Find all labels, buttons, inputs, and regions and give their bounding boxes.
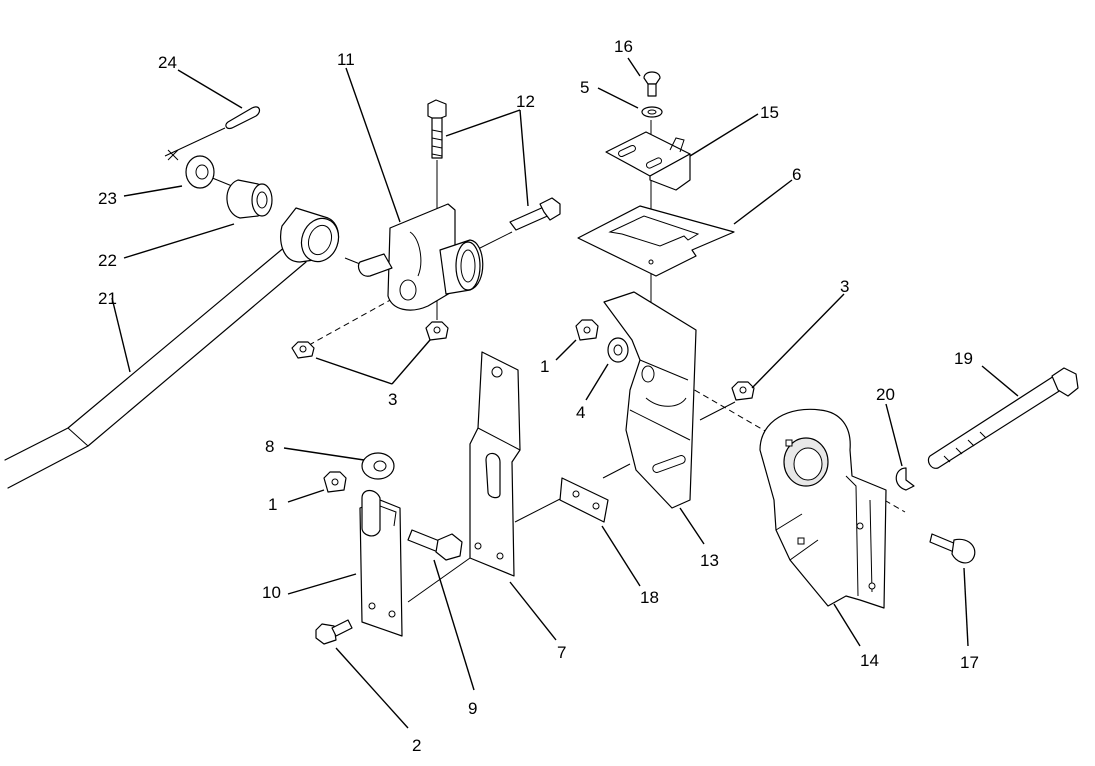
leader-lines (111, 57, 1019, 729)
callout-21: 21 (98, 289, 117, 308)
callout-13: 13 (700, 551, 719, 570)
part-10-plate (359, 489, 403, 637)
callout-18: 18 (640, 588, 659, 607)
part-14-deck-bracket (759, 408, 887, 609)
callout-6: 6 (792, 165, 801, 184)
part-18-small-plate (559, 477, 609, 523)
callout-15: 15 (760, 103, 779, 122)
callout-22: 22 (98, 251, 117, 270)
callout-19: 19 (954, 349, 973, 368)
part-3-nut-center (425, 321, 449, 341)
part-12-bolt-angled (509, 197, 561, 231)
callout-1-top: 1 (540, 357, 549, 376)
callout-3-right: 3 (840, 277, 849, 296)
part-4-washer (607, 337, 629, 363)
part-21-tube (4, 245, 307, 489)
part-8-spacer (361, 452, 395, 480)
part-1-nut-top (575, 319, 599, 341)
callout-5: 5 (580, 78, 589, 97)
part-6-plate (577, 205, 735, 277)
part-24-cotter-pin (225, 106, 261, 130)
part-12-bolt-vertical (427, 99, 447, 159)
part-22-bushing (226, 179, 273, 219)
part-13-bracket (603, 291, 697, 509)
part-1-nut-lower (323, 471, 347, 493)
part-3-nut-left (291, 341, 315, 359)
part-17-carriage-bolt (929, 533, 976, 564)
callout-1-lower: 1 (268, 495, 277, 514)
callout-24: 24 (158, 53, 177, 72)
part-22-sleeve (279, 207, 340, 263)
callout-16: 16 (614, 37, 633, 56)
callout-8: 8 (265, 437, 274, 456)
part-9-bolt (407, 529, 463, 561)
part-11-pivot-bracket (357, 203, 484, 311)
callout-11: 11 (337, 50, 355, 69)
part-5-washer (641, 106, 663, 118)
part-19-long-bolt (927, 367, 1079, 469)
callout-2: 2 (412, 736, 421, 755)
callout-23: 23 (98, 189, 117, 208)
part-16-screw (643, 71, 661, 97)
callouts: 24 11 12 16 5 15 6 23 22 21 3 1 4 3 19 2… (98, 37, 979, 755)
part-20-clip (895, 467, 915, 491)
part-15-switch-bracket (605, 131, 691, 191)
callout-17: 17 (960, 653, 979, 672)
part-2-bolt (315, 619, 353, 645)
callout-3-left: 3 (388, 390, 397, 409)
callout-10: 10 (262, 583, 281, 602)
callout-4: 4 (576, 403, 585, 422)
part-3-nut-right (731, 381, 755, 401)
part-23-washer (185, 155, 215, 189)
callout-7: 7 (557, 643, 566, 662)
callout-12: 12 (516, 92, 535, 111)
callout-9: 9 (468, 699, 477, 718)
callout-20: 20 (876, 385, 895, 404)
callout-14: 14 (860, 651, 879, 670)
part-7-long-plate (469, 351, 521, 577)
